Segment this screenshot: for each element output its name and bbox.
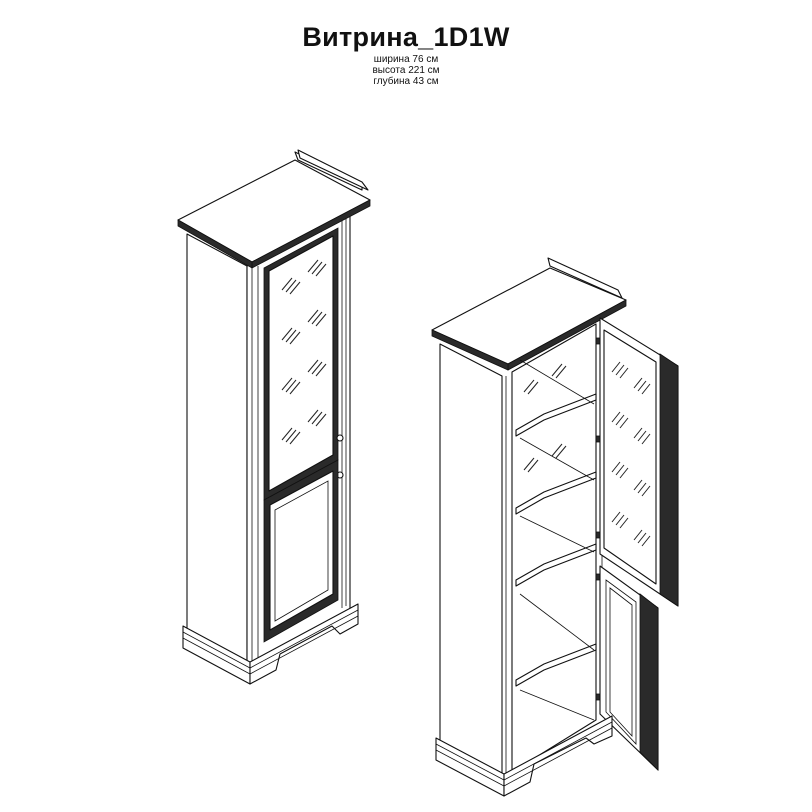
page-title: Витрина_1D1W — [302, 22, 510, 52]
closed-cabinet — [177, 149, 371, 685]
open-cabinet — [431, 257, 679, 797]
open-cabinet-hinge-3 — [595, 531, 601, 539]
closed-cabinet-plinth-front — [249, 603, 359, 685]
open-cabinet-glass-door-edge — [659, 353, 679, 607]
open-cabinet-shelf-2 — [515, 471, 597, 515]
open-cabinet-hinge-1 — [595, 337, 601, 345]
open-cabinet-crown-side-edge — [431, 329, 509, 371]
closed-cabinet-lower-door-panel — [269, 470, 334, 631]
open-cabinet-shelf-1 — [515, 393, 597, 437]
open-cabinet-back-reflections — [523, 363, 567, 473]
depth-label: глубина 43 см — [373, 76, 439, 87]
open-cabinet-plinth-front — [503, 715, 613, 797]
open-cabinet-hinge-5 — [595, 693, 601, 701]
open-cabinet-glass-door-pane — [603, 329, 657, 585]
open-cabinet-hinge-4 — [595, 573, 601, 581]
closed-cabinet-glass-panel — [268, 235, 334, 492]
header: Витрина_1D1W ширина 76 см высота 221 см … — [0, 20, 812, 87]
width-label: ширина 76 см — [373, 54, 439, 65]
closed-cabinet-side-panel — [186, 233, 248, 671]
closed-cabinet-glass-reflections — [281, 259, 327, 445]
open-cabinet-lower-door-edge — [639, 593, 659, 771]
closed-cabinet-upper-knob — [336, 434, 344, 442]
open-cabinet-shelf-3 — [515, 543, 597, 587]
open-cabinet-side-panel — [439, 343, 503, 783]
open-cabinet-back-cornice — [547, 257, 623, 299]
open-cabinet-hinge-2 — [595, 435, 601, 443]
closed-cabinet-cornice-strip — [297, 149, 369, 191]
open-cabinet-door-reflections — [611, 361, 651, 547]
height-label: высота 221 см — [372, 65, 440, 76]
open-cabinet-shelf-4 — [515, 643, 597, 687]
